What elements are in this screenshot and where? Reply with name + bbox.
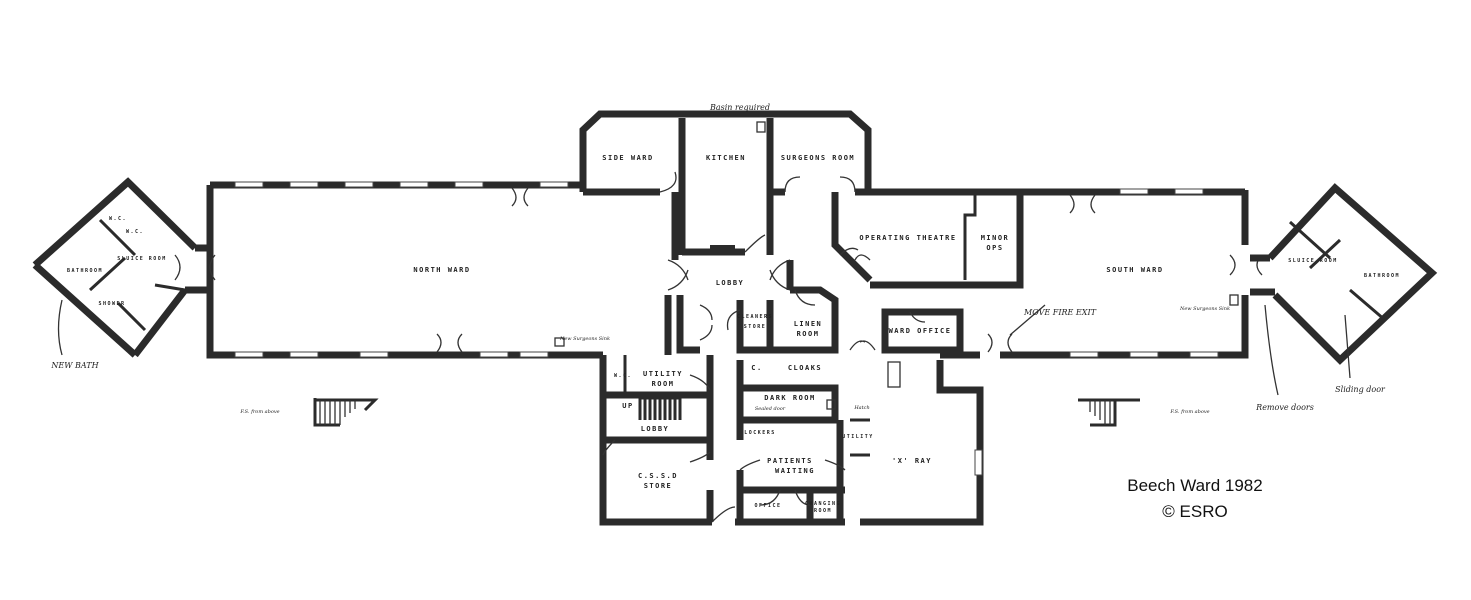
note-new-surgeons-sink-right: New Surgeons Sink bbox=[1179, 306, 1230, 312]
note-new-bath: NEW BATH bbox=[50, 361, 99, 370]
label-changing-room: CHANGING bbox=[805, 501, 841, 507]
fire-stairs-right bbox=[1078, 398, 1140, 427]
label-utility-room: UTILITY bbox=[643, 370, 683, 378]
note-sliding-door: Sliding door bbox=[1335, 385, 1386, 394]
label-cleaners-store: CLEANERS bbox=[737, 314, 773, 320]
middle-rooms bbox=[676, 286, 964, 354]
label-x-ray: 'X' RAY bbox=[892, 457, 932, 465]
label-utility: UTILITY bbox=[842, 434, 874, 440]
label-sealed-door: Sealed door bbox=[755, 406, 786, 412]
copyright: © ESRO bbox=[1162, 502, 1228, 521]
label-cleaners-store-2: STORE bbox=[744, 324, 767, 330]
note-basin-required: Basin required bbox=[709, 103, 770, 112]
label-ward-office: WARD OFFICE bbox=[889, 327, 952, 335]
lower-block bbox=[599, 355, 984, 526]
label-left-bathroom: BATHROOM bbox=[67, 268, 103, 274]
label-lobby: LOBBY bbox=[716, 279, 745, 287]
label-left-wc-1: W.C. bbox=[109, 216, 127, 222]
label-c: C. bbox=[751, 364, 762, 372]
label-up: UP bbox=[622, 402, 633, 410]
fire-exit-arrow bbox=[1009, 304, 1046, 336]
label-patients-waiting: PATIENTS bbox=[767, 457, 813, 465]
label-surgeons-room: SURGEONS ROOM bbox=[781, 154, 855, 162]
label-north-ward: NORTH WARD bbox=[413, 266, 470, 274]
note-move-fire-exit: MOVE FIRE EXIT bbox=[1023, 308, 1097, 317]
label-hatch: Hatch bbox=[853, 405, 869, 411]
label-kitchen: KITCHEN bbox=[706, 154, 746, 162]
label-linen-room-2: ROOM bbox=[797, 330, 820, 338]
right-wing bbox=[1250, 183, 1438, 396]
label-patients-waiting-2: WAITING bbox=[775, 467, 815, 475]
label-left-shower: SHOWER bbox=[98, 301, 125, 307]
left-wing bbox=[32, 177, 216, 358]
label-right-bathroom: BATHROOM bbox=[1364, 273, 1400, 279]
label-office: OFFICE bbox=[754, 503, 781, 509]
note-fs-left: F.S. from above bbox=[239, 409, 279, 415]
label-lockers: LOCKERS bbox=[744, 430, 776, 436]
label-changing-room-2: ROOM bbox=[814, 508, 832, 514]
label-minor-ops: MINOR bbox=[981, 234, 1010, 242]
north-ward bbox=[206, 181, 603, 359]
note-new-surgeons-sink: New Surgeons Sink bbox=[559, 336, 610, 342]
label-left-sluice-room: SLUICE ROOM bbox=[117, 256, 167, 262]
note-fs-right: F.S. from above bbox=[1169, 409, 1209, 415]
label-minor-ops-2: OPS bbox=[986, 244, 1003, 252]
label-side-ward: SIDE WARD bbox=[602, 154, 653, 162]
label-cssd-store: C.S.S.D bbox=[638, 472, 678, 480]
central-block bbox=[579, 110, 1245, 355]
note-remove-doors: Remove doors bbox=[1255, 403, 1314, 412]
label-operating-theatre: OPERATING THEATRE bbox=[859, 234, 956, 242]
label-lower-lobby: LOBBY bbox=[641, 425, 670, 433]
label-south-ward: SOUTH WARD bbox=[1106, 266, 1163, 274]
label-right-sluice-room: SLUICE ROOM bbox=[1288, 258, 1338, 264]
label-linen-room: LINEN bbox=[794, 320, 823, 328]
south-ward bbox=[940, 188, 1263, 359]
label-dark-room: DARK ROOM bbox=[764, 394, 815, 402]
label-utility-room-2: ROOM bbox=[652, 380, 675, 388]
label-left-wc-2: W.C. bbox=[126, 229, 144, 235]
label-cloaks: CLOAKS bbox=[788, 364, 822, 372]
label-wc: W.C. bbox=[614, 373, 632, 379]
fire-stairs-left bbox=[313, 398, 379, 427]
label-cssd-store-2: STORE bbox=[644, 482, 673, 490]
plan-title: Beech Ward 1982 bbox=[1127, 476, 1263, 495]
